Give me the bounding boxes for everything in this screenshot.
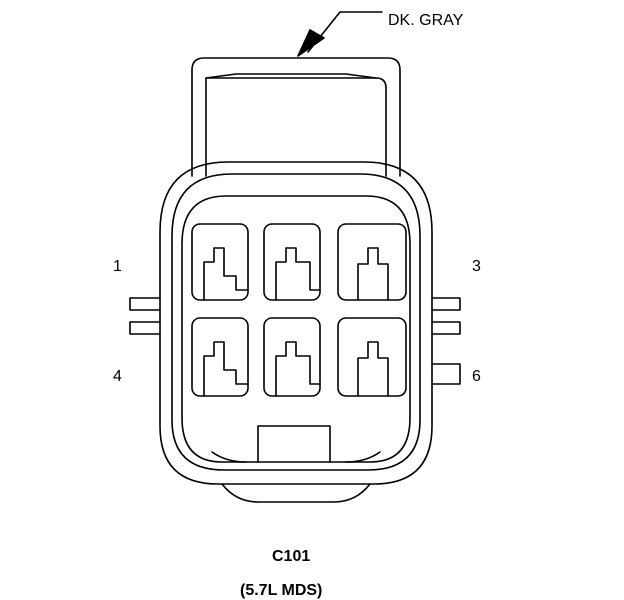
terminal-4	[203, 341, 249, 397]
terminal-3	[357, 247, 389, 301]
cavity-1	[191, 223, 249, 301]
housing-inner	[171, 173, 421, 471]
cavity-5	[263, 317, 321, 397]
left-mounting-tabs	[129, 297, 161, 335]
terminal-1	[203, 247, 249, 301]
housing-skirt	[221, 483, 371, 503]
cavity-2	[263, 223, 321, 301]
right-mounting-tabs	[431, 297, 461, 385]
wire-color-label: DK. GRAY	[388, 12, 464, 29]
pin-label-1: 1	[113, 258, 122, 275]
callout-arrowhead	[297, 29, 325, 57]
cavity-3	[337, 223, 407, 301]
connector-id-label: C101	[272, 548, 311, 565]
pin-label-3: 3	[472, 258, 481, 275]
terminal-6	[357, 341, 389, 397]
connector-latch	[191, 57, 401, 177]
connector-variant-label: (5.7L MDS)	[240, 582, 323, 599]
pin-label-4: 4	[113, 368, 122, 385]
face-bottom-line	[211, 451, 381, 463]
cavity-4	[191, 317, 249, 397]
housing-outer	[159, 161, 433, 485]
terminal-5	[275, 341, 321, 397]
terminal-2	[275, 247, 321, 301]
key-slot	[257, 425, 331, 463]
color-callout-leader	[297, 11, 383, 57]
pin-label-6: 6	[472, 368, 481, 385]
connector-housing	[159, 161, 433, 503]
cavity-face	[181, 195, 411, 463]
cavity-6	[337, 317, 407, 397]
cavity-face-outline	[181, 195, 411, 463]
